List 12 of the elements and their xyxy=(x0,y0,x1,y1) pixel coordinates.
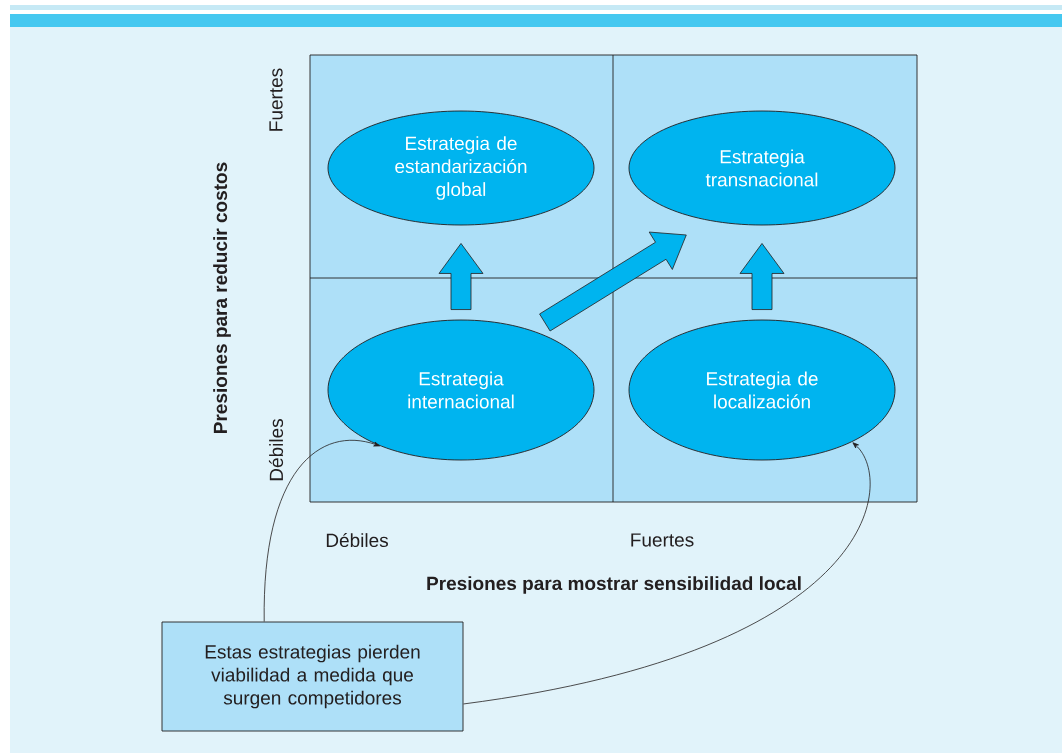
block-arrow xyxy=(739,243,785,310)
curved-arrow xyxy=(263,439,380,622)
axis-tick-label: Débiles xyxy=(268,419,284,481)
axis-title: Presiones para mostrar sensibilidad local xyxy=(427,576,801,594)
axis-title: Presiones para reducir costos xyxy=(213,162,231,433)
curved-arrow xyxy=(463,442,871,705)
axis-tick-label: Fuertes xyxy=(631,533,694,547)
note-box: Estas estrategias pierden viabilidad a medida que surgen competidores xyxy=(161,621,464,732)
block-arrow xyxy=(539,231,687,332)
block-arrow xyxy=(438,243,484,310)
axis-tick-label: Débiles xyxy=(326,532,388,548)
axis-tick-label: Fuertes xyxy=(269,68,283,131)
